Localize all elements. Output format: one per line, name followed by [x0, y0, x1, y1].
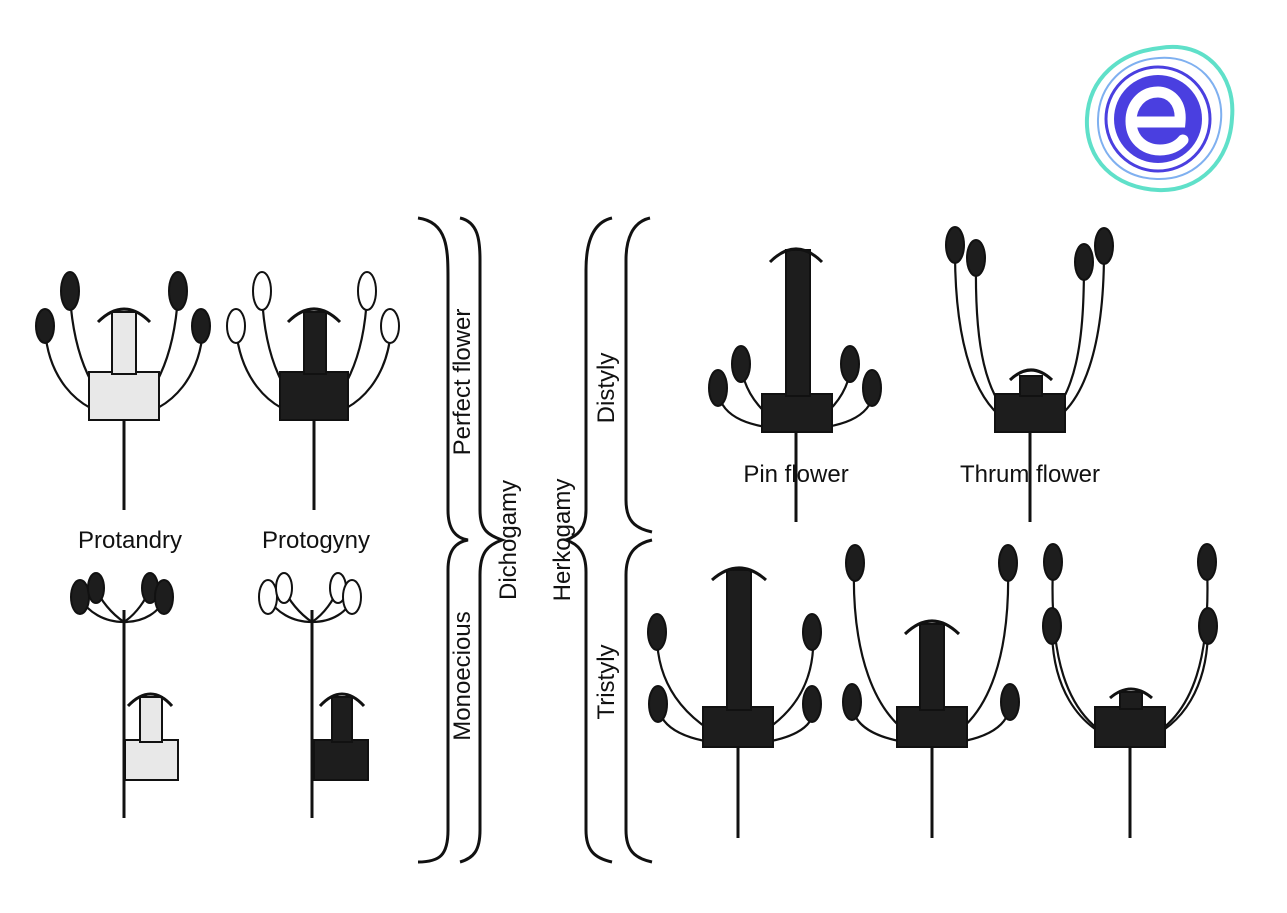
tristyly-mid-style-flower [842, 544, 1020, 838]
braces-dichogamy [417, 216, 507, 864]
protandry-perfect-flower [35, 271, 211, 510]
herkogamy-label: Herkogamy [549, 479, 576, 602]
thrum-flower [945, 226, 1114, 522]
protandry-monoecious [70, 572, 179, 818]
distyly-label: Distyly [593, 353, 620, 424]
pin-flower [708, 247, 882, 522]
braces-herkogamy [561, 216, 653, 864]
monoecious-label: Monoecious [449, 611, 476, 740]
pin-flower-label: Pin flower [743, 461, 848, 488]
perfect-flower-label: Perfect flower [449, 309, 476, 456]
protogyny-monoecious [258, 572, 369, 818]
tristyly-short-style-flower [1042, 543, 1218, 838]
dichogamy-label: Dichogamy [495, 480, 522, 600]
embibe-logo-icon [1084, 44, 1235, 193]
protogyny-label: Protogyny [262, 527, 370, 554]
thrum-flower-label: Thrum flower [960, 461, 1100, 488]
tristyly-label: Tristyly [593, 644, 620, 719]
tristyly-long-style-flower [647, 566, 822, 838]
protogyny-perfect-flower [226, 271, 400, 510]
protandry-label: Protandry [78, 527, 182, 554]
